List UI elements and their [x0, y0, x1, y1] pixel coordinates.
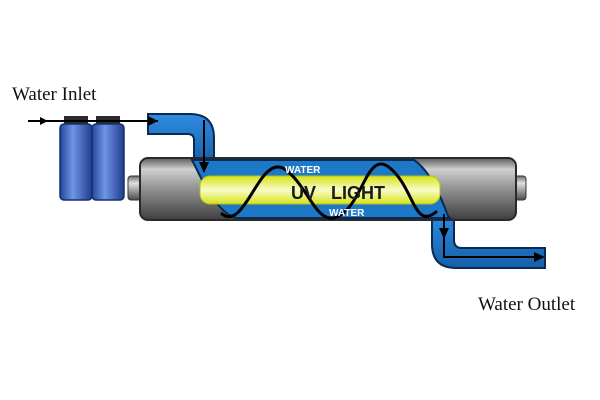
water-inlet-label: Water Inlet [12, 84, 97, 105]
uv-lamp [199, 175, 441, 205]
outlet-pipe [431, 213, 546, 269]
flow-arrow-icon [28, 116, 158, 126]
water-outlet-label: Water Outlet [478, 294, 576, 315]
uv-label: UV [291, 183, 316, 203]
flow-spiral-icon [220, 162, 438, 220]
light-label: LIGHT [331, 183, 385, 203]
flow-arrow-icon [199, 120, 209, 173]
water-bottom-label: WATER [329, 208, 365, 219]
filter-cartridge-icon [59, 116, 125, 201]
flow-arrow-icon [439, 214, 545, 262]
water-top-label: WATER [285, 165, 321, 176]
